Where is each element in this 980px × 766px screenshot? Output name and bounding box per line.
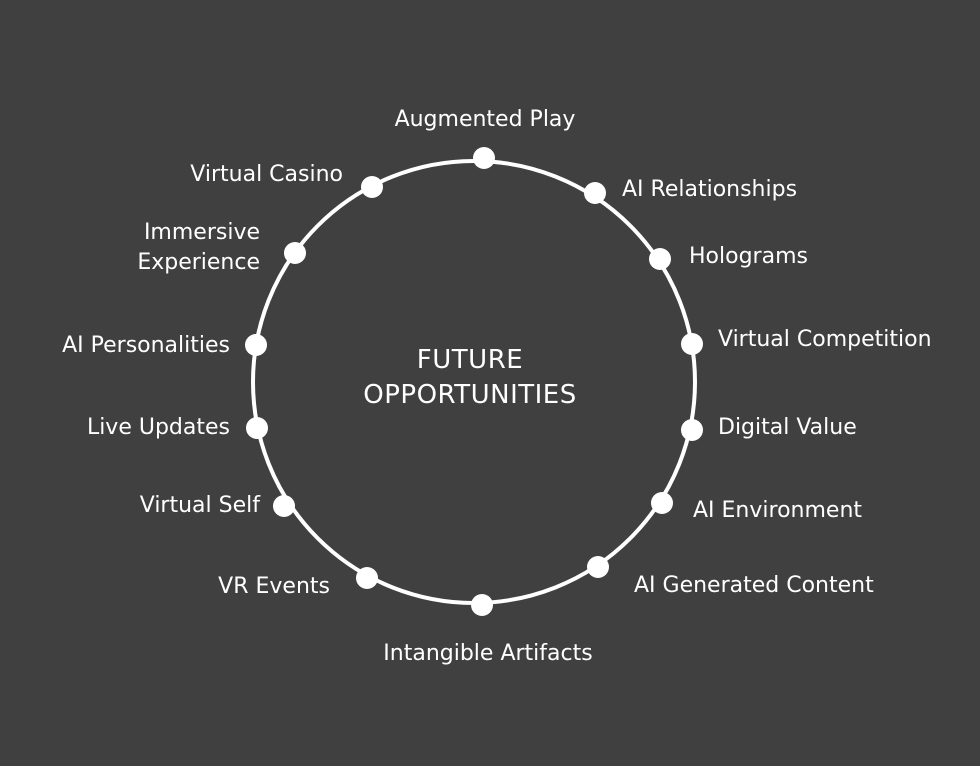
live-updates-node-dot [246, 417, 268, 439]
ai-relationships-label: AI Relationships [622, 177, 798, 202]
virtual-competition-node-dot [681, 333, 703, 355]
intangible-artifacts-label: Intangible Artifacts [383, 641, 593, 666]
ai-relationships-node-dot [584, 182, 606, 204]
vr-events-label: VR Events [218, 574, 330, 599]
immersive-experience-node-dot [284, 242, 306, 264]
augmented-play-node-dot [473, 147, 495, 169]
ai-environment-label: AI Environment [693, 498, 863, 523]
virtual-competition-label: Virtual Competition [718, 327, 932, 352]
virtual-self-node-dot [273, 495, 295, 517]
digital-value-label: Digital Value [718, 415, 857, 440]
holograms-node-dot [649, 248, 671, 270]
holograms-label: Holograms [689, 244, 808, 269]
digital-value-node-dot [681, 419, 703, 441]
virtual-casino-node-dot [361, 176, 383, 198]
ai-personalities-label: AI Personalities [62, 333, 230, 358]
live-updates-label: Live Updates [86, 415, 230, 440]
ai-generated-content-node-dot [587, 556, 609, 578]
intangible-artifacts-node-dot [471, 594, 493, 616]
augmented-play-label: Augmented Play [394, 107, 576, 132]
center-title: FUTURE OPPORTUNITIES [363, 345, 577, 410]
ai-environment-node-dot [651, 492, 673, 514]
virtual-casino-label: Virtual Casino [190, 162, 343, 187]
virtual-self-label: Virtual Self [139, 493, 260, 518]
vr-events-node-dot [356, 567, 378, 589]
ai-generated-content-label: AI Generated Content [634, 573, 874, 598]
immersive-experience-label: Immersive Experience [137, 220, 260, 275]
ai-personalities-node-dot [245, 334, 267, 356]
